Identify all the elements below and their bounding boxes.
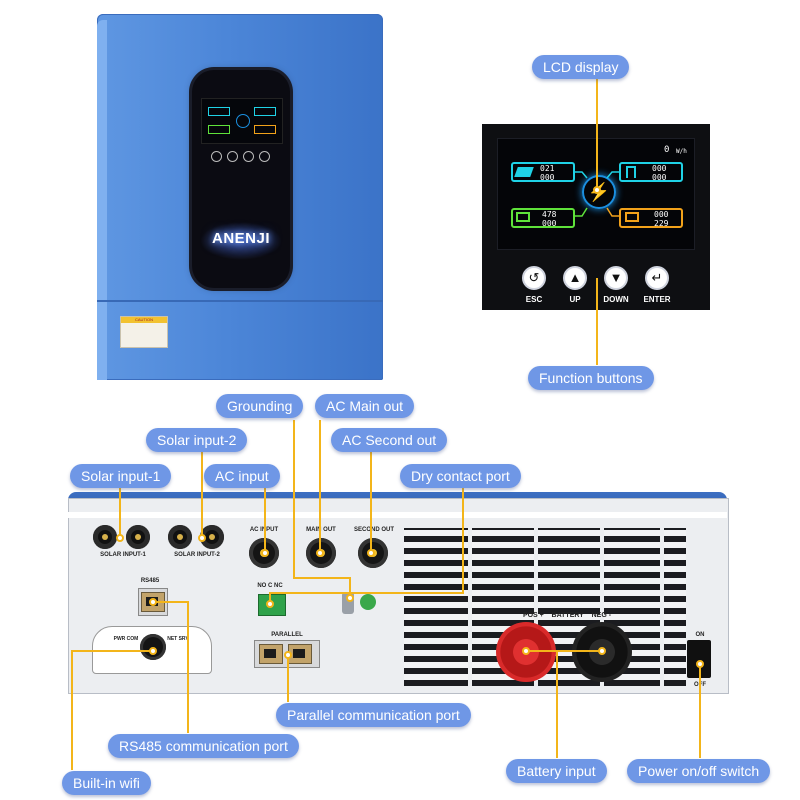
callout-ac-input: AC input	[204, 464, 280, 488]
lcd-load-tile	[619, 208, 683, 228]
lcd-battery-tile	[511, 208, 575, 228]
brand-logo: ANENJI	[211, 230, 270, 247]
leader-dot	[316, 549, 324, 557]
leader-dot	[149, 647, 157, 655]
mini-pv-tile	[208, 107, 230, 116]
lcd-grid-tile	[619, 162, 683, 182]
dry-contact-label: NO C NC	[257, 583, 283, 589]
mini-enter-button[interactable]	[259, 151, 270, 162]
load-icon	[625, 212, 639, 222]
lcd-battery-bottom: 000	[542, 219, 557, 228]
leader-battery-pos	[526, 650, 558, 758]
lcd-header-unit: W/h	[676, 148, 687, 155]
callout-rs485-comm-port: RS485 communication port	[108, 734, 299, 758]
lcd-pv-bottom: 000	[540, 173, 555, 182]
solar1-pos-terminal	[93, 525, 117, 549]
callout-dry-contact-port: Dry contact port	[400, 464, 521, 488]
esc-label: ESC	[525, 295, 543, 304]
pos-label: POS +	[522, 612, 544, 619]
enter-button[interactable]: ↵	[645, 266, 669, 290]
enter-label: ENTER	[643, 295, 671, 304]
leader-dot	[149, 598, 157, 606]
esc-button[interactable]: ↺	[522, 266, 546, 290]
callout-battery-input: Battery input	[506, 759, 607, 783]
brand-glow	[200, 222, 282, 260]
lcd-load-top: 000	[654, 210, 669, 219]
mini-esc-button[interactable]	[211, 151, 222, 162]
parallel-port-1[interactable]	[259, 644, 283, 664]
leader-dot	[284, 651, 292, 659]
leader-rs485	[153, 601, 189, 733]
leader-dry-contact	[269, 488, 464, 604]
vent-divider	[660, 528, 664, 686]
vent-divider	[600, 528, 604, 686]
solar2-pos-terminal	[168, 525, 192, 549]
mini-battery-tile	[208, 125, 230, 134]
grid-tower-icon	[626, 166, 636, 178]
leader-wifi	[71, 650, 153, 770]
battery-icon	[516, 212, 530, 222]
second-out-label: SECOND OUT	[353, 527, 394, 533]
callout-solar-input-2: Solar input-2	[146, 428, 248, 452]
mini-load-tile	[254, 125, 276, 134]
leader-dot	[198, 534, 206, 542]
vent-divider	[534, 528, 538, 686]
callout-lcd-display: LCD display	[532, 55, 630, 79]
mini-up-button[interactable]	[227, 151, 238, 162]
front-lcd-screen	[201, 98, 283, 144]
leader-dot	[261, 549, 269, 557]
caution-sticker: CAUTION	[120, 316, 168, 348]
callout-parallel-comm-port: Parallel communication port	[276, 703, 471, 727]
lcd-grid-bottom: 000	[652, 173, 667, 182]
leader-dot	[367, 549, 375, 557]
callout-built-in-wifi: Built-in wifi	[62, 771, 151, 795]
lcd-pv-tile	[511, 162, 575, 182]
mini-bolt-icon	[236, 114, 250, 128]
front-seam	[97, 300, 383, 302]
ground-symbol-icon	[360, 594, 376, 610]
rs485-label: RS485	[140, 578, 160, 584]
mini-grid-tile	[254, 107, 276, 116]
up-label: UP	[569, 295, 581, 304]
leader-dot	[696, 660, 704, 668]
callout-grounding: Grounding	[216, 394, 304, 418]
leader-dot	[598, 647, 606, 655]
wifi-led-label: PWR COM	[113, 636, 139, 642]
caution-sticker-text: CAUTION	[121, 317, 167, 323]
leader-dot	[116, 534, 124, 542]
solar1-label: SOLAR INPUT-1	[100, 552, 146, 558]
lcd-header-value: 0	[664, 145, 670, 155]
battery-label: POS + BATTERY NEG -	[492, 612, 642, 619]
solar2-label: SOLAR INPUT-2	[174, 552, 220, 558]
leader-dot	[266, 600, 274, 608]
battery-text: BATTERY	[551, 612, 584, 619]
solar1-neg-terminal	[126, 525, 150, 549]
callout-power-switch: Power on/off switch	[627, 759, 771, 783]
wifi-led-label-2: NET SRV	[167, 636, 189, 642]
leader-dot	[346, 594, 354, 602]
leader-grounding	[293, 420, 351, 598]
down-label: DOWN	[603, 295, 629, 304]
vent-divider	[468, 528, 472, 686]
lcd-battery-top: 478	[542, 210, 557, 219]
callout-solar-input-1: Solar input-1	[70, 464, 172, 488]
lcd-pv-top: 021	[540, 164, 555, 173]
callout-function-buttons: Function buttons	[528, 366, 654, 390]
callout-ac-second-out: AC Second out	[331, 428, 448, 452]
rear-top-edge	[68, 512, 727, 518]
up-button[interactable]: ▲	[563, 266, 587, 290]
down-button[interactable]: ▼	[604, 266, 628, 290]
parallel-label: PARALLEL	[271, 632, 303, 638]
on-label: ON	[695, 632, 705, 638]
callout-ac-main-out: AC Main out	[315, 394, 415, 418]
mini-down-button[interactable]	[243, 151, 254, 162]
front-left-bevel	[97, 20, 107, 380]
lcd-load-bottom: 229	[654, 219, 669, 228]
lcd-flow-lines	[575, 171, 619, 217]
leader-dot	[522, 647, 530, 655]
lcd-grid-top: 000	[652, 164, 667, 173]
neg-label: NEG -	[591, 612, 612, 619]
leader-dot	[593, 186, 601, 194]
